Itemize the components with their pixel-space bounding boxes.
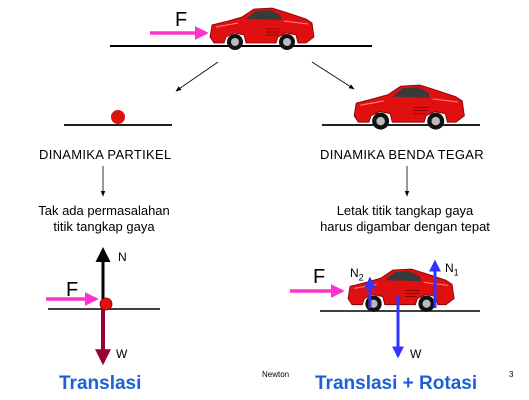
rigid-car — [353, 84, 465, 131]
page-number: 3 — [509, 370, 514, 379]
n2-main: N — [350, 266, 359, 280]
left-free-body — [46, 247, 160, 366]
right-weight-label: W — [410, 347, 422, 361]
branch-arrow-left — [175, 61, 219, 92]
footer-center: Newton — [262, 370, 290, 379]
top-car-diagram — [110, 7, 372, 51]
left-title: Translasi — [59, 373, 142, 394]
n2-sub: 2 — [358, 272, 364, 283]
left-force-label: F — [66, 279, 79, 301]
left-fbd-particle — [99, 297, 113, 311]
left-weight-label: W — [116, 347, 128, 361]
right-heading: DINAMIKA BENDA TEGAR — [320, 147, 484, 162]
right-desc-line2: harus digambar dengan tepat — [320, 219, 490, 234]
left-description: Tak ada permasalahan titik tangkap gaya — [24, 203, 184, 235]
right-desc-line1: Letak titik tangkap gaya — [336, 203, 474, 218]
particle-diagram — [64, 110, 172, 126]
n2-label: N2 — [350, 266, 364, 282]
left-desc-line1: Tak ada permasalahan — [38, 203, 170, 218]
top-force-label: F — [175, 9, 188, 31]
left-heading: DINAMIKA PARTIKEL — [39, 147, 172, 162]
rigid-car-diagram — [322, 84, 480, 131]
right-force-label: F — [313, 266, 326, 288]
left-normal-label: N — [118, 250, 127, 264]
top-car — [209, 7, 315, 51]
right-title: Translasi + Rotasi — [315, 373, 478, 394]
right-free-body — [290, 259, 480, 359]
left-desc-line2: titik tangkap gaya — [53, 219, 155, 234]
n1-sub: 1 — [453, 267, 459, 278]
particle — [111, 110, 125, 124]
n1-label: N1 — [445, 261, 459, 277]
right-fbd-car — [347, 268, 455, 313]
n1-main: N — [445, 261, 454, 275]
branch-arrow-right — [311, 61, 355, 90]
right-description: Letak titik tangkap gaya harus digambar … — [305, 203, 505, 235]
